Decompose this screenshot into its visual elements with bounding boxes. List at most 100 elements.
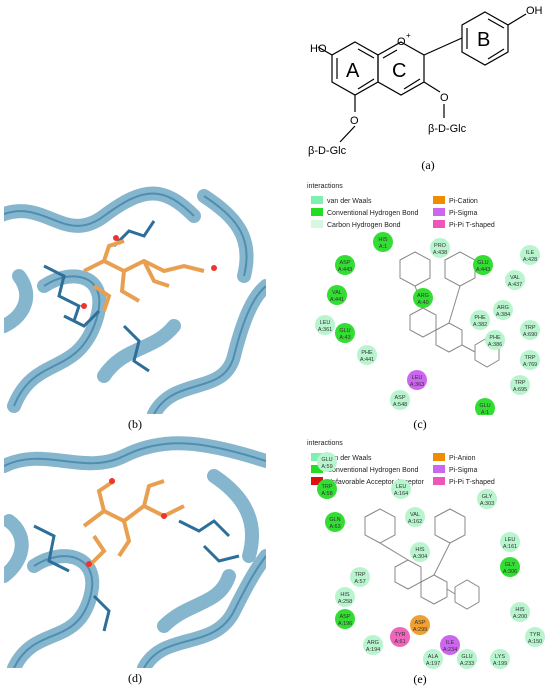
- residue-node: [350, 567, 370, 587]
- residues-c: HISA:1ASPA:443PROA:438GLUA:443ILEA:428VA…: [315, 232, 540, 418]
- residue-id: A:690: [523, 332, 537, 338]
- residue-id: A:200: [513, 614, 527, 620]
- residue-id: A:304: [413, 554, 427, 560]
- residue-name: GLU: [461, 654, 472, 660]
- residue-node: [410, 615, 430, 635]
- svg-text:O: O: [350, 115, 359, 127]
- legend-swatch: [311, 208, 323, 216]
- residue-id: A:443: [338, 267, 352, 273]
- residue-name: ASP: [339, 614, 350, 620]
- residue-node: [363, 635, 383, 655]
- residue-node: [505, 270, 525, 290]
- caption-a: (a): [421, 158, 435, 172]
- residue-id: A:437: [508, 282, 522, 288]
- residue-name: GLU: [479, 403, 490, 409]
- residue-node: [317, 452, 337, 472]
- residue-id: A:769: [523, 362, 537, 368]
- legend-swatch: [311, 465, 323, 473]
- legend-swatch: [433, 477, 445, 485]
- residue-name: PRO: [434, 243, 447, 249]
- residue-id: A:161: [503, 544, 517, 550]
- residue-node: [470, 310, 490, 330]
- legend-swatch: [311, 453, 323, 461]
- residue-node: [407, 370, 427, 390]
- residue-name: HIS: [515, 607, 525, 613]
- residue-node: [477, 489, 497, 509]
- residue-node: [475, 398, 495, 418]
- residue-id: A:441: [330, 297, 344, 303]
- residue-name: VAL: [510, 275, 520, 281]
- residue-id: A:40: [417, 300, 428, 306]
- residue-id: A:162: [408, 519, 422, 525]
- residue-node: [440, 635, 460, 655]
- residue-id: A:441: [360, 357, 374, 363]
- legend-label: Carbon Hydrogen Bond: [327, 222, 401, 229]
- caption-c: (c): [413, 417, 427, 431]
- residue-name: LEU: [412, 375, 423, 381]
- residue-id: A:233: [460, 661, 474, 667]
- residue-node: [423, 649, 443, 669]
- residue-name: HIS: [378, 237, 388, 243]
- residue-node: [490, 649, 510, 669]
- residue-id: A:303: [480, 501, 494, 507]
- residue-id: A:438: [433, 250, 447, 256]
- legend-swatch: [433, 196, 445, 204]
- residue-name: PHE: [361, 350, 373, 356]
- caption-e: (e): [413, 672, 427, 686]
- residue-id: A:382: [473, 322, 487, 328]
- residue-name: TYR: [395, 632, 406, 638]
- residue-node: [457, 649, 477, 669]
- residue-id: A:199: [493, 661, 507, 667]
- residue-name: TRP: [525, 355, 536, 361]
- residue-name: ASP: [339, 260, 350, 266]
- residue-node: [473, 255, 493, 275]
- residue-id: A:150: [528, 639, 542, 645]
- legend-label: van der Waals: [327, 198, 372, 205]
- residue-node: [325, 512, 345, 532]
- docking-render-d: [4, 436, 266, 668]
- legend-title-c: interactions: [307, 183, 343, 190]
- residue-node: [485, 330, 505, 350]
- residue-id: A:63: [329, 524, 340, 530]
- residue-node: [430, 238, 450, 258]
- structure-panel: HO OH O + A C B O O β-D-Glc β-D-Glc (a): [300, 0, 550, 180]
- residue-node: [335, 323, 355, 343]
- legend-label: Unfavorable Acceptor-Acceptor: [327, 479, 425, 486]
- residue-name: VAL: [332, 290, 342, 296]
- residue-id: A:234: [443, 647, 457, 653]
- residue-name: ARG: [497, 305, 509, 311]
- residue-name: ASP: [414, 620, 425, 626]
- residue-node: [493, 300, 513, 320]
- residue-name: ASP: [394, 395, 405, 401]
- residue-name: GLY: [482, 494, 493, 500]
- residue-name: TRP: [525, 325, 536, 331]
- residue-name: ARG: [417, 293, 429, 299]
- residue-node: [500, 557, 520, 577]
- residue-name: LYS: [495, 654, 505, 660]
- residue-node: [510, 602, 530, 622]
- residue-name: HIS: [340, 592, 350, 598]
- residue-node: [317, 479, 337, 499]
- legend-swatch: [311, 220, 323, 228]
- residue-node: [327, 285, 347, 305]
- ring-a-label: A: [346, 60, 360, 82]
- residue-id: A:59: [321, 464, 332, 470]
- residue-id: A:363: [410, 382, 424, 388]
- residue-id: A:1: [379, 244, 387, 250]
- residue-id: A:299: [413, 627, 427, 633]
- residue-id: A:196: [338, 621, 352, 627]
- residue-name: TYR: [530, 632, 541, 638]
- residue-node: [391, 479, 411, 499]
- residue-id: A:384: [496, 312, 510, 318]
- residue-name: ALA: [428, 654, 439, 660]
- caption-b: (b): [128, 417, 142, 431]
- residue-node: [315, 315, 335, 335]
- residue-id: A:361: [318, 327, 332, 333]
- residue-id: A:548: [393, 402, 407, 408]
- residue-name: TRP: [322, 484, 333, 490]
- oh-label: OH: [526, 5, 543, 17]
